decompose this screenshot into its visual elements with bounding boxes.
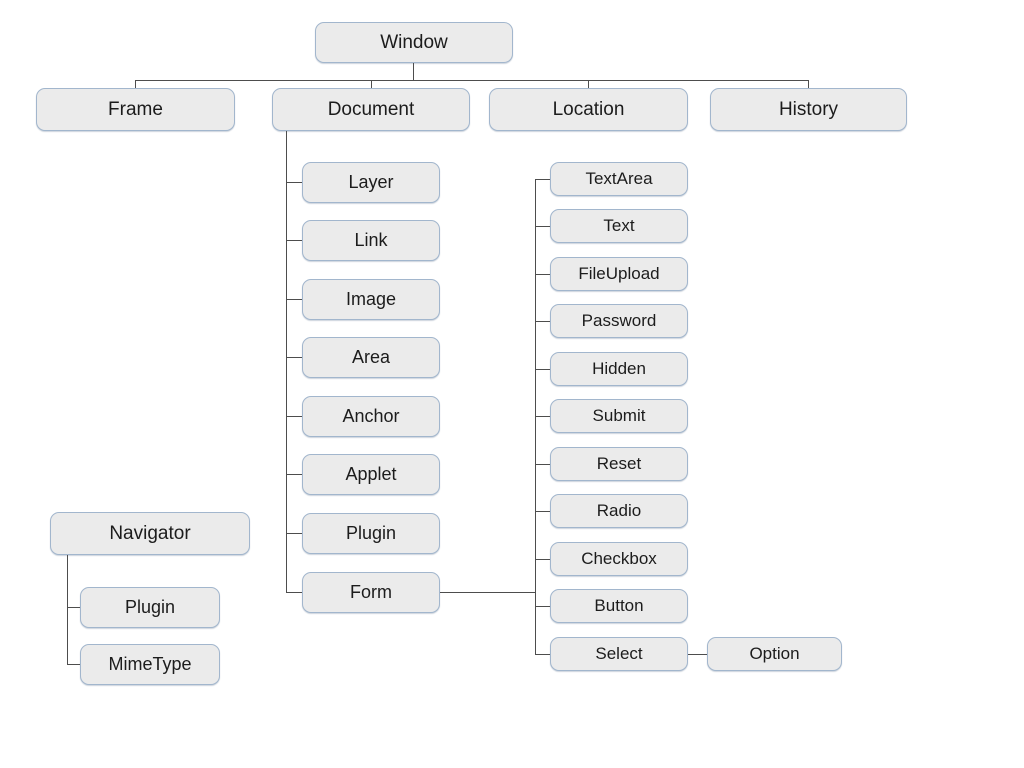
connector-button-stub bbox=[535, 606, 550, 607]
node-applet: Applet bbox=[302, 454, 440, 495]
connector-nav-mimetype-stub bbox=[67, 664, 80, 665]
connector-applet-stub bbox=[286, 474, 302, 475]
connector-form-to-inputs bbox=[440, 592, 535, 593]
node-link: Link bbox=[302, 220, 440, 261]
node-navigator-plugin: Plugin bbox=[80, 587, 220, 628]
connector-layer-stub bbox=[286, 182, 302, 183]
connector-navigator-trunk bbox=[67, 555, 68, 665]
node-button: Button bbox=[550, 589, 688, 623]
connector-link-stub bbox=[286, 240, 302, 241]
node-anchor: Anchor bbox=[302, 396, 440, 437]
connector-image-stub bbox=[286, 299, 302, 300]
node-history: History bbox=[710, 88, 907, 131]
connector-window-stem bbox=[413, 63, 414, 80]
connector-textarea-stub bbox=[535, 179, 550, 180]
connector-plugin-stub bbox=[286, 533, 302, 534]
connector-inputs-trunk bbox=[535, 179, 536, 655]
connector-form-stub bbox=[286, 592, 302, 593]
connector-location-drop bbox=[588, 80, 589, 88]
node-text: Text bbox=[550, 209, 688, 243]
connector-frame-drop bbox=[135, 80, 136, 88]
node-navigator: Navigator bbox=[50, 512, 250, 555]
connector-hidden-stub bbox=[535, 369, 550, 370]
node-frame: Frame bbox=[36, 88, 235, 131]
node-area: Area bbox=[302, 337, 440, 378]
connector-reset-stub bbox=[535, 464, 550, 465]
connector-checkbox-stub bbox=[535, 559, 550, 560]
node-submit: Submit bbox=[550, 399, 688, 433]
connector-document-trunk bbox=[286, 131, 287, 592]
node-plugin: Plugin bbox=[302, 513, 440, 554]
connector-fileupload-stub bbox=[535, 274, 550, 275]
node-option: Option bbox=[707, 637, 842, 671]
node-radio: Radio bbox=[550, 494, 688, 528]
connector-history-drop bbox=[808, 80, 809, 88]
node-fileupload: FileUpload bbox=[550, 257, 688, 291]
connector-submit-stub bbox=[535, 416, 550, 417]
connector-password-stub bbox=[535, 321, 550, 322]
node-hidden: Hidden bbox=[550, 352, 688, 386]
node-textarea: TextArea bbox=[550, 162, 688, 196]
connector-select-stub bbox=[535, 654, 550, 655]
node-reset: Reset bbox=[550, 447, 688, 481]
connector-document-drop bbox=[371, 80, 372, 88]
node-password: Password bbox=[550, 304, 688, 338]
connector-radio-stub bbox=[535, 511, 550, 512]
connector-level2-bus bbox=[135, 80, 809, 81]
node-form: Form bbox=[302, 572, 440, 613]
node-location: Location bbox=[489, 88, 688, 131]
node-mimetype: MimeType bbox=[80, 644, 220, 685]
node-select: Select bbox=[550, 637, 688, 671]
node-layer: Layer bbox=[302, 162, 440, 203]
connector-text-stub bbox=[535, 226, 550, 227]
connector-area-stub bbox=[286, 357, 302, 358]
connector-anchor-stub bbox=[286, 416, 302, 417]
node-image: Image bbox=[302, 279, 440, 320]
node-checkbox: Checkbox bbox=[550, 542, 688, 576]
node-document: Document bbox=[272, 88, 470, 131]
node-window: Window bbox=[315, 22, 513, 63]
connector-select-option bbox=[688, 654, 707, 655]
connector-nav-plugin-stub bbox=[67, 607, 80, 608]
